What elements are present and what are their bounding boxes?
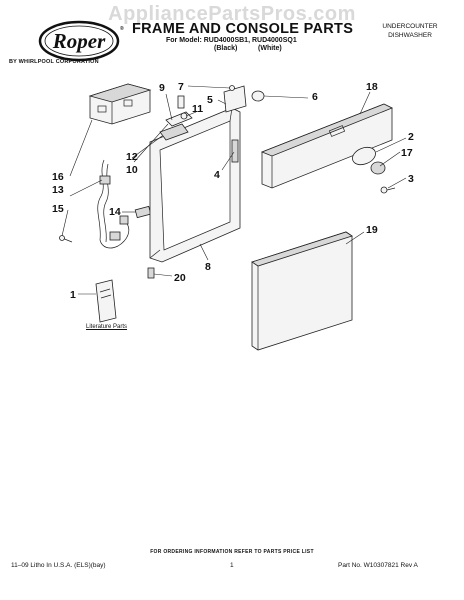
part-4-latch bbox=[231, 139, 239, 163]
model-line: For Model: RUD4000SB1, RUD4000SQ1 bbox=[166, 37, 297, 44]
part-18-console-panel bbox=[260, 103, 393, 189]
callout-20: 20 bbox=[174, 272, 186, 284]
part-16-bracket bbox=[88, 83, 152, 125]
callout-8: 8 bbox=[205, 261, 211, 273]
litho-info: 11–09 Litho In U.S.A. (ELS)(bay) bbox=[11, 562, 106, 569]
part-15-screw bbox=[59, 235, 73, 243]
parts-9-12-mechanism bbox=[159, 95, 193, 141]
parts-2-17-3-controls bbox=[352, 146, 396, 194]
callout-4: 4 bbox=[214, 169, 220, 181]
literature-parts-label: Literature Parts bbox=[86, 324, 128, 330]
callout-1: 1 bbox=[70, 289, 76, 301]
leader-lines bbox=[61, 85, 407, 295]
callout-3: 3 bbox=[408, 173, 414, 185]
callout-16: 16 bbox=[52, 171, 64, 183]
color-white-label: (White) bbox=[258, 45, 282, 52]
color-black-label: (Black) bbox=[214, 45, 238, 52]
watermark-text: AppliancePartsPros.com bbox=[108, 3, 356, 25]
callout-9: 9 bbox=[159, 82, 165, 94]
callout-15: 15 bbox=[52, 203, 64, 215]
callout-11: 11 bbox=[192, 103, 203, 115]
callout-numbers: 1 2 3 4 5 6 7 8 9 10 11 12 13 14 15 16 1… bbox=[52, 81, 414, 301]
callout-2: 2 bbox=[408, 131, 414, 143]
logo-wordmark: Roper bbox=[52, 29, 106, 53]
page-title: FRAME AND CONSOLE PARTS bbox=[132, 21, 354, 37]
part-19-door-panel bbox=[251, 231, 353, 351]
page-number: 1 bbox=[230, 562, 234, 569]
callout-14: 14 bbox=[109, 206, 121, 218]
roper-logo: Roper bbox=[38, 20, 120, 62]
part-20-clip bbox=[147, 267, 155, 279]
callout-5: 5 bbox=[207, 94, 213, 106]
brand-subtitle: BY WHIRLPOOL CORPORATION bbox=[9, 59, 99, 65]
category-line-1: UNDERCOUNTER bbox=[382, 23, 438, 30]
parts-5-7-hardware bbox=[223, 85, 265, 113]
callout-12: 12 bbox=[126, 151, 138, 163]
callout-6: 6 bbox=[312, 91, 318, 103]
appliance-category: UNDERCOUNTER DISHWASHER bbox=[360, 22, 460, 40]
ordering-note: FOR ORDERING INFORMATION REFER TO PARTS … bbox=[150, 549, 314, 555]
callout-13: 13 bbox=[52, 184, 64, 196]
part-1-literature bbox=[95, 279, 117, 323]
callout-7: 7 bbox=[178, 81, 184, 93]
callout-19: 19 bbox=[366, 224, 378, 236]
callout-17: 17 bbox=[401, 147, 413, 159]
part-8-door-frame bbox=[149, 107, 241, 263]
document-part-number: Part No. W10307821 Rev A bbox=[338, 562, 418, 569]
part-13-wire-harness bbox=[97, 159, 130, 249]
callout-10: 10 bbox=[126, 164, 138, 176]
trademark-symbol: ® bbox=[120, 26, 124, 32]
category-line-2: DISHWASHER bbox=[388, 32, 432, 39]
callout-18: 18 bbox=[366, 81, 378, 93]
